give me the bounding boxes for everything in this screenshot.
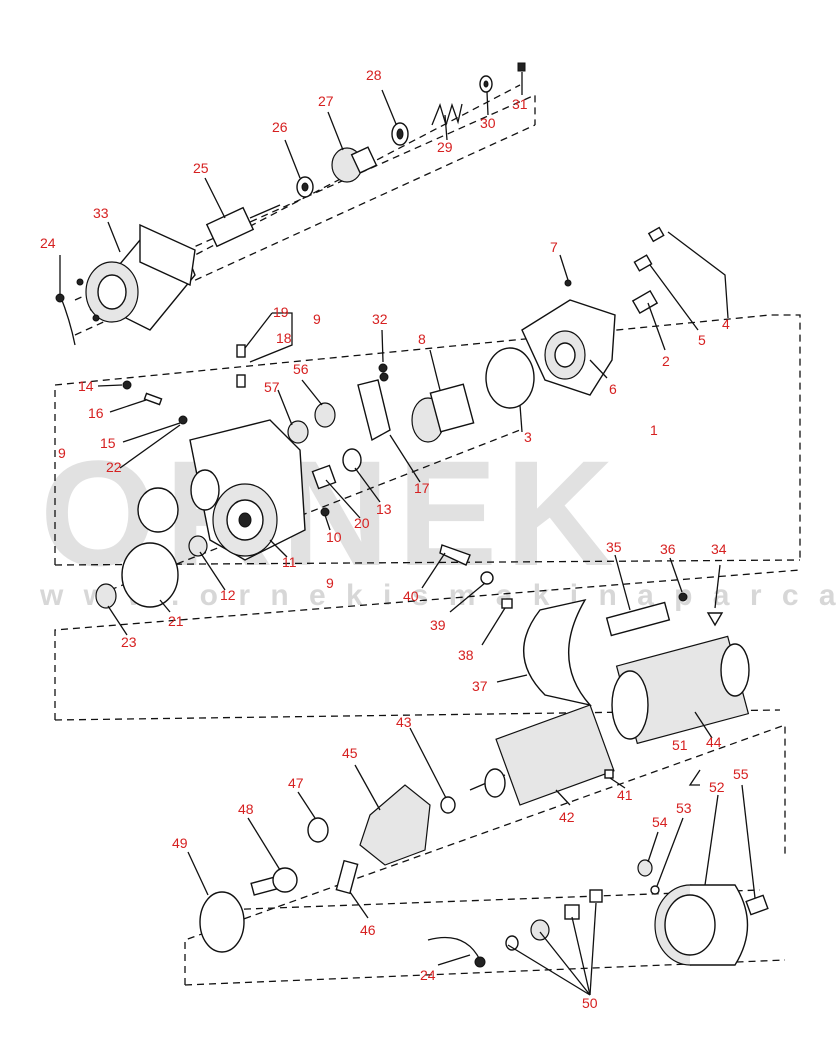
label-24-lower: 24 [420,967,436,983]
label-9c: 9 [326,575,334,591]
label-38: 38 [458,647,474,663]
label-6: 6 [609,381,617,397]
label-15: 15 [100,435,116,451]
label-50: 50 [582,995,598,1011]
label-19: 19 [273,304,289,320]
label-40: 40 [403,588,419,604]
label-24: 24 [40,235,56,251]
armature-assembly [199,704,769,968]
label-2: 2 [662,353,670,369]
label-5: 5 [698,332,706,348]
label-22: 22 [106,459,122,475]
label-17: 17 [414,480,430,496]
label-42: 42 [559,809,575,825]
label-37: 37 [472,678,488,694]
label-20: 20 [354,515,370,531]
housing-assembly [95,226,665,609]
label-18: 18 [276,330,292,346]
label-9a: 9 [313,311,321,327]
label-3: 3 [524,429,532,445]
label-35: 35 [606,539,622,555]
label-11: 11 [282,554,297,570]
part-labels: 24 33 25 26 27 28 29 30 31 7 4 5 2 6 1 3… [40,67,749,1011]
solenoid-assembly [55,62,526,346]
label-49: 49 [172,835,188,851]
label-32: 32 [372,311,388,327]
label-14: 14 [78,378,94,394]
label-30: 30 [480,115,496,131]
label-12: 12 [220,587,236,603]
label-52: 52 [709,779,725,795]
label-41: 41 [617,787,633,803]
label-31: 31 [512,96,528,112]
label-44: 44 [706,734,722,750]
label-29: 29 [437,139,453,155]
label-47: 47 [288,775,304,791]
label-55: 55 [733,766,749,782]
label-28: 28 [366,67,382,83]
label-4: 4 [722,316,730,332]
label-36: 36 [660,541,676,557]
label-13: 13 [376,501,392,517]
label-1: 1 [650,422,658,438]
label-33: 33 [93,205,109,221]
label-43: 43 [396,714,412,730]
label-7: 7 [550,239,558,255]
label-56: 56 [293,361,309,377]
label-45: 45 [342,745,358,761]
label-39: 39 [430,617,446,633]
label-57: 57 [264,379,280,395]
label-26: 26 [272,119,288,135]
field-frame-assembly [439,544,750,745]
label-46: 46 [360,922,376,938]
label-48: 48 [238,801,254,817]
label-51: 51 [672,737,688,753]
label-23: 23 [121,634,137,650]
label-8: 8 [418,331,426,347]
label-27: 27 [318,93,334,109]
leader-lines [59,72,756,996]
label-9b: 9 [58,445,66,461]
label-25: 25 [193,160,209,176]
label-54: 54 [652,814,668,830]
label-53: 53 [676,800,692,816]
label-16: 16 [88,405,104,421]
label-10: 10 [326,529,342,545]
label-34: 34 [711,541,727,557]
label-21: 21 [168,613,184,629]
